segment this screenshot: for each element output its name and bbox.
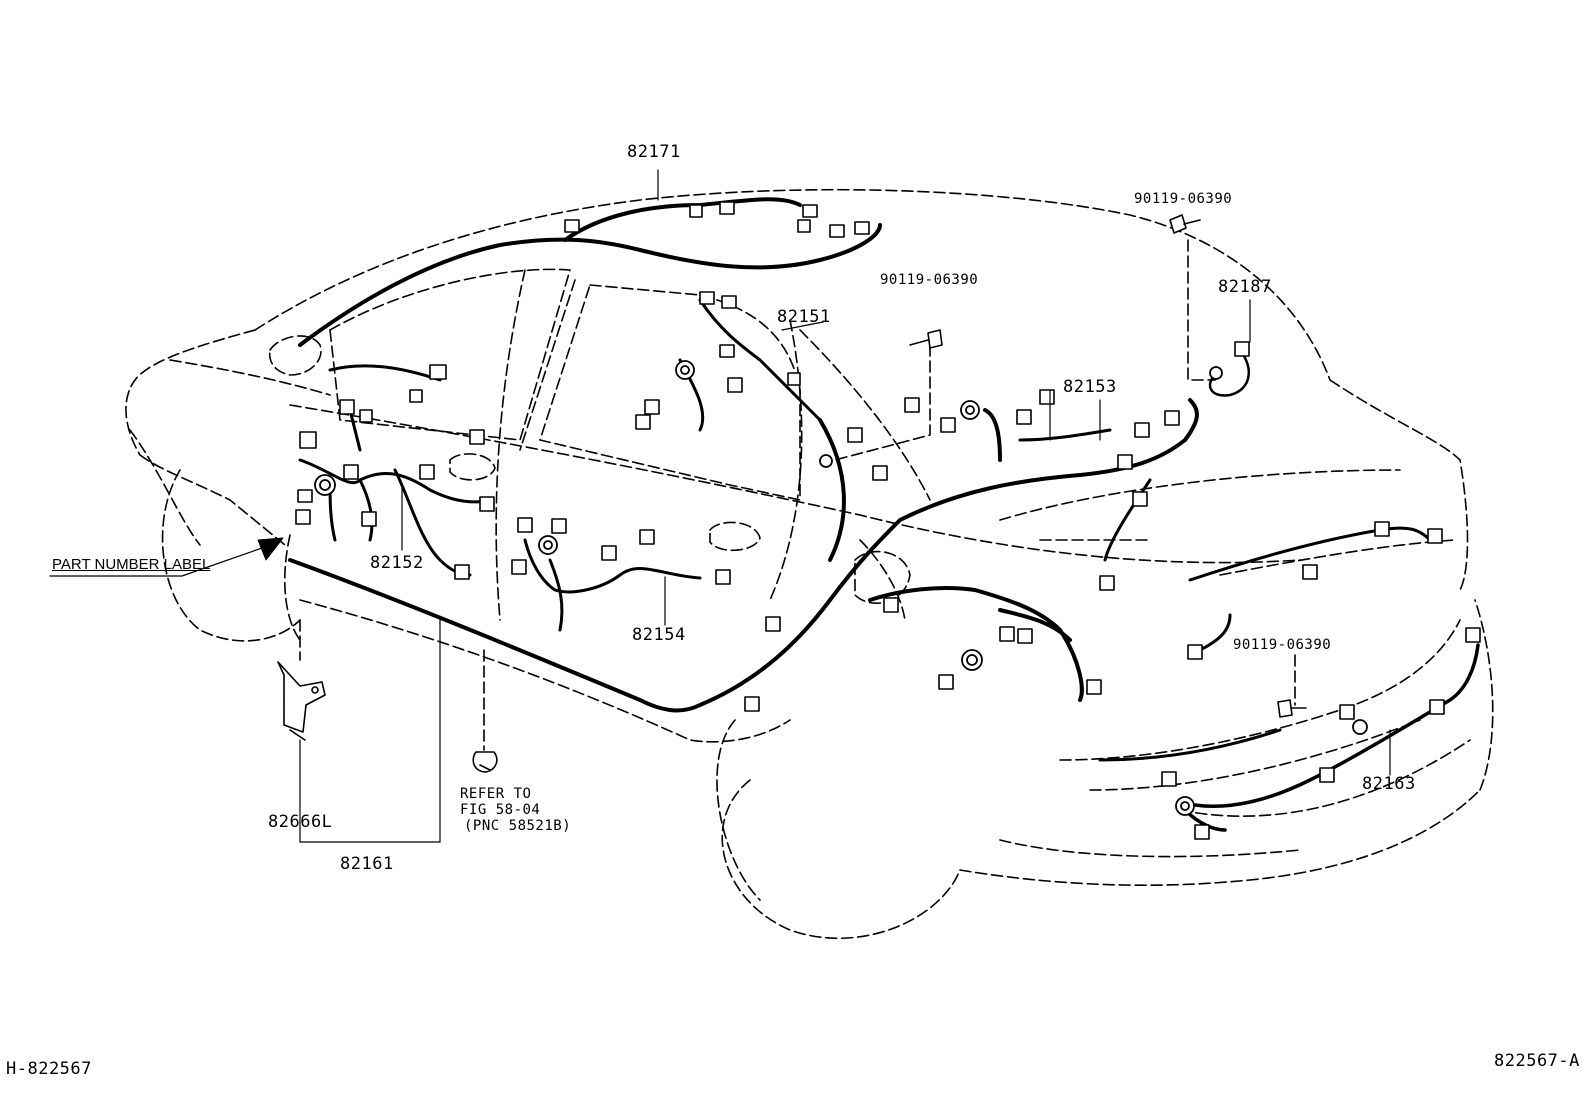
part-number-label-text: PART NUMBER LABEL xyxy=(52,556,211,573)
grommets xyxy=(314,360,1368,816)
wire-harness-trunk xyxy=(1018,428,1432,762)
label-82171: 82171 xyxy=(627,142,681,162)
label-82161: 82161 xyxy=(340,854,394,874)
label-90119-06390-top: 90119-06390 xyxy=(1134,191,1233,207)
label-82154: 82154 xyxy=(632,625,686,645)
footer-right-id: 822567-A xyxy=(1494,1051,1580,1071)
refer-line-1: REFER TO xyxy=(460,786,532,802)
label-82152: 82152 xyxy=(370,553,424,573)
footer-left-id: H-822567 xyxy=(6,1059,92,1079)
refer-line-2: FIG 58-04 xyxy=(460,802,541,818)
wire-harness-front-door xyxy=(298,364,492,577)
label-82153: 82153 xyxy=(1063,377,1117,397)
wire-harness-rear-bumper xyxy=(1183,643,1480,832)
label-82187: 82187 xyxy=(1218,277,1272,297)
label-90119-06390-rear: 90119-06390 xyxy=(1233,637,1332,653)
label-82163: 82163 xyxy=(1362,774,1416,794)
clip-58521B xyxy=(472,751,498,773)
label-82151: 82151 xyxy=(777,307,831,327)
label-90119-06390-mid: 90119-06390 xyxy=(880,272,979,288)
refer-line-3: (PNC 58521B) xyxy=(464,818,572,834)
bolt-90119-06390 xyxy=(909,214,1307,718)
car-body-outline xyxy=(125,188,1494,939)
label-82666L: 82666L xyxy=(268,812,333,832)
leader-lines xyxy=(49,169,1391,843)
bracket-82666L xyxy=(277,661,326,741)
wire-harness-sensor-82187 xyxy=(1208,348,1250,397)
connectors xyxy=(295,201,1481,840)
wire-harness-floor xyxy=(288,398,1199,713)
part-number-label-arrow xyxy=(257,537,284,561)
